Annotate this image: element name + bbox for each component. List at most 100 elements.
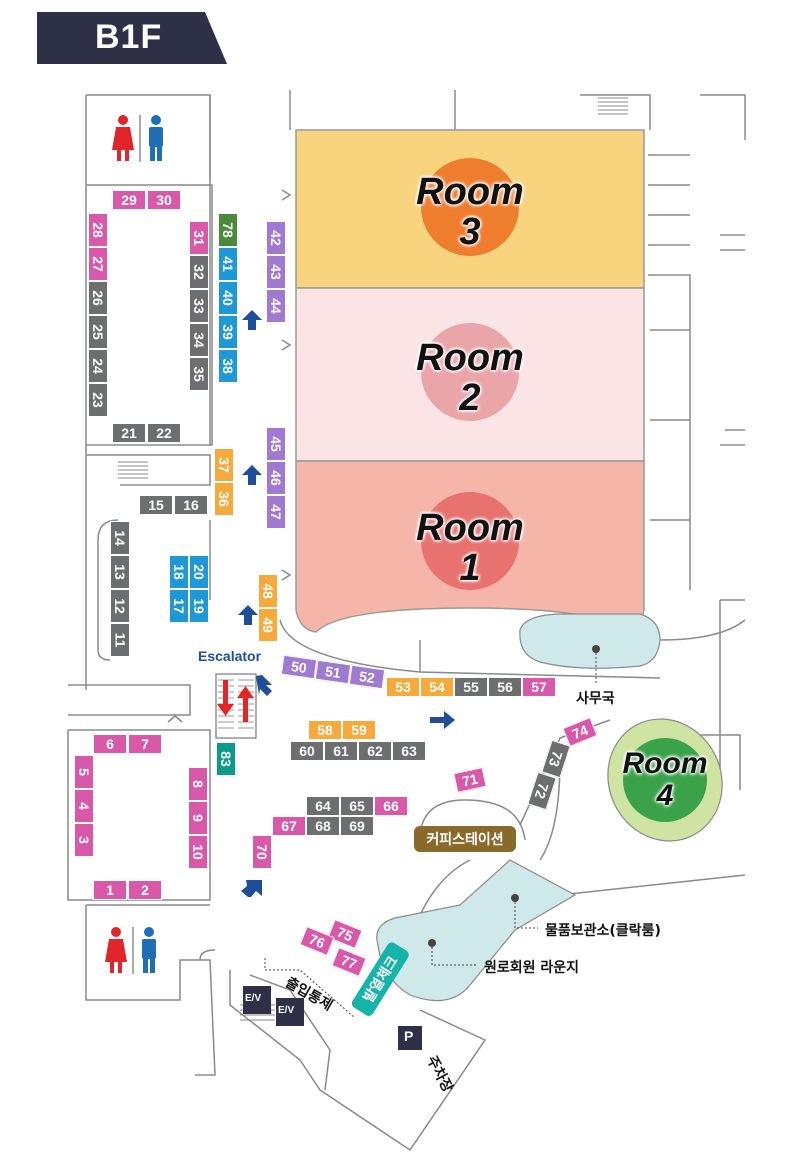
booth-number: 7 — [141, 736, 149, 752]
booth-21[interactable]: 21 — [112, 423, 146, 443]
booth-58[interactable]: 58 — [308, 720, 342, 740]
booth-23[interactable]: 23 — [88, 383, 108, 417]
booth-3[interactable]: 3 — [74, 823, 94, 857]
booth-39[interactable]: 39 — [218, 315, 238, 349]
booth-70[interactable]: 70 — [252, 835, 272, 869]
booth-number: 38 — [219, 358, 236, 374]
booth-8[interactable]: 8 — [188, 767, 208, 801]
room-1-label: Room 1 — [410, 508, 530, 588]
booth-46[interactable]: 46 — [266, 461, 286, 495]
booth-number: 64 — [315, 798, 331, 814]
booth-14[interactable]: 14 — [110, 521, 130, 555]
booth-1[interactable]: 1 — [93, 880, 127, 900]
room-1-circle — [421, 492, 519, 590]
booth-61[interactable]: 61 — [324, 741, 358, 761]
booth-number: 23 — [89, 392, 106, 408]
floor-label: B1F — [95, 18, 163, 56]
booth-45[interactable]: 45 — [266, 427, 286, 461]
booth-number: 32 — [190, 264, 207, 280]
booth-number: 73 — [545, 749, 567, 769]
booth-number: 46 — [267, 470, 284, 486]
booth-63[interactable]: 63 — [392, 741, 426, 761]
booth-65[interactable]: 65 — [340, 796, 374, 816]
booth-42[interactable]: 42 — [266, 221, 286, 255]
booth-20[interactable]: 20 — [189, 555, 209, 589]
booth-17[interactable]: 17 — [169, 589, 189, 623]
booth-number: 68 — [315, 818, 331, 834]
booth-43[interactable]: 43 — [266, 255, 286, 289]
booth-18[interactable]: 18 — [169, 555, 189, 589]
booth-number: 65 — [349, 798, 365, 814]
room-2-word: Room — [416, 337, 524, 379]
booth-55[interactable]: 55 — [454, 677, 488, 697]
direction-arrows — [238, 310, 455, 897]
booth-number: 37 — [215, 457, 232, 473]
booth-5[interactable]: 5 — [74, 755, 94, 789]
booth-number: 63 — [401, 743, 417, 759]
booth-69[interactable]: 69 — [340, 816, 374, 836]
booth-83[interactable]: 83 — [216, 742, 236, 776]
booth-41[interactable]: 41 — [218, 247, 238, 281]
booth-40[interactable]: 40 — [218, 281, 238, 315]
booth-67[interactable]: 67 — [272, 816, 306, 836]
booth-number: 12 — [111, 598, 128, 614]
booth-2[interactable]: 2 — [128, 880, 162, 900]
booth-56[interactable]: 56 — [488, 677, 522, 697]
booth-number: 51 — [324, 662, 342, 682]
booth-32[interactable]: 32 — [189, 255, 209, 289]
booth-12[interactable]: 12 — [110, 589, 130, 623]
booth-31[interactable]: 31 — [189, 221, 209, 255]
booth-44[interactable]: 44 — [266, 289, 286, 323]
booth-53[interactable]: 53 — [386, 677, 420, 697]
booth-62[interactable]: 62 — [358, 741, 392, 761]
booth-number: 11 — [112, 632, 128, 648]
booth-57[interactable]: 57 — [522, 677, 556, 697]
parking-icon-box — [398, 1026, 422, 1050]
booth-16[interactable]: 16 — [174, 495, 208, 515]
booth-number: 66 — [383, 798, 399, 814]
booth-38[interactable]: 38 — [218, 349, 238, 383]
booth-number: 14 — [111, 530, 128, 546]
booth-24[interactable]: 24 — [88, 349, 108, 383]
booth-10[interactable]: 10 — [188, 835, 208, 869]
booth-34[interactable]: 34 — [189, 323, 209, 357]
booth-15[interactable]: 15 — [139, 495, 173, 515]
booth-78[interactable]: 78 — [218, 213, 238, 247]
booth-36[interactable]: 36 — [214, 482, 234, 516]
booth-30[interactable]: 30 — [147, 190, 181, 210]
escalator-label: Escalator — [198, 648, 262, 664]
booth-number: 42 — [267, 230, 284, 246]
booth-11[interactable]: 11 — [110, 623, 130, 657]
room-1-word: Room — [416, 507, 524, 549]
booth-33[interactable]: 33 — [189, 289, 209, 323]
office-label: 사무국 — [576, 691, 615, 707]
booth-66[interactable]: 66 — [374, 796, 408, 816]
booth-37[interactable]: 37 — [214, 448, 234, 482]
booth-29[interactable]: 29 — [112, 190, 146, 210]
booth-9[interactable]: 9 — [188, 801, 208, 835]
room-1-number: 1 — [459, 547, 481, 589]
booth-47[interactable]: 47 — [266, 495, 286, 529]
booth-48[interactable]: 48 — [258, 574, 278, 608]
booth-6[interactable]: 6 — [93, 734, 127, 754]
booth-25[interactable]: 25 — [88, 315, 108, 349]
elevator-1 — [243, 986, 271, 1014]
booth-59[interactable]: 59 — [342, 720, 376, 740]
booth-number: 60 — [299, 743, 315, 759]
booth-22[interactable]: 22 — [147, 423, 181, 443]
booth-68[interactable]: 68 — [306, 816, 340, 836]
booth-60[interactable]: 60 — [290, 741, 324, 761]
booth-13[interactable]: 13 — [110, 555, 130, 589]
booth-54[interactable]: 54 — [420, 677, 454, 697]
booth-35[interactable]: 35 — [189, 357, 209, 391]
booth-28[interactable]: 28 — [88, 213, 108, 247]
booth-19[interactable]: 19 — [189, 589, 209, 623]
booth-64[interactable]: 64 — [306, 796, 340, 816]
booth-4[interactable]: 4 — [74, 789, 94, 823]
booth-number: 25 — [89, 324, 106, 340]
restroom-icon-bottom — [105, 927, 156, 974]
booth-27[interactable]: 27 — [88, 247, 108, 281]
booth-49[interactable]: 49 — [258, 608, 278, 642]
booth-26[interactable]: 26 — [88, 281, 108, 315]
booth-7[interactable]: 7 — [128, 734, 162, 754]
